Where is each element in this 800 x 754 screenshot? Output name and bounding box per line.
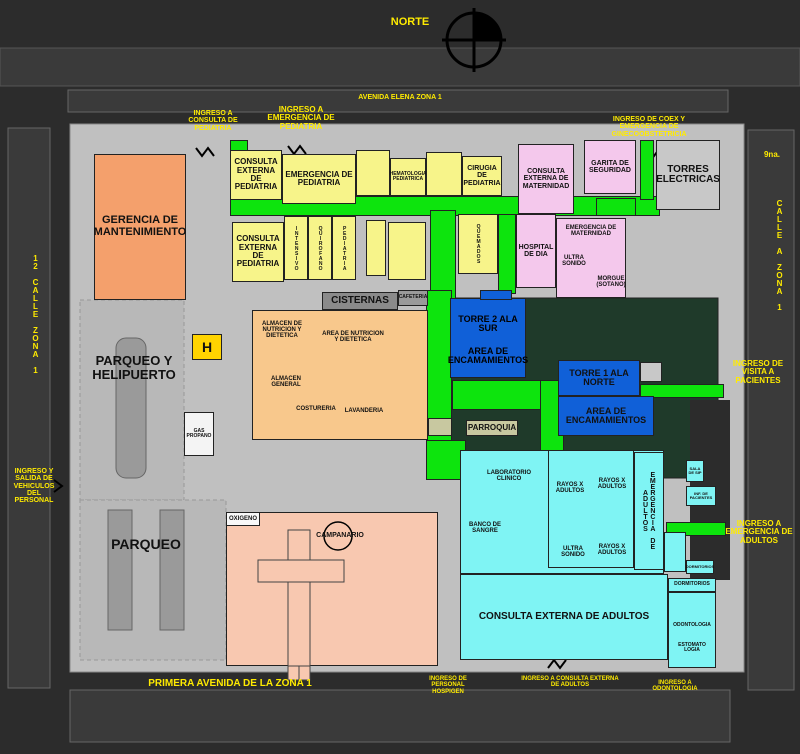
campanario: CAMPANARIO	[316, 532, 364, 540]
oxigeno: OXIGENO	[226, 512, 260, 526]
gate-icon	[287, 144, 307, 156]
corridor	[426, 440, 466, 480]
north-label: NORTE	[390, 16, 430, 28]
north-avenue-label: AVENIDA ELENA ZONA 1	[358, 94, 442, 101]
costureria: COSTURERIA	[296, 405, 336, 412]
entrance-emergencia-pediatria: INGRESO A EMERGENCIA DE PEDIATRIA	[267, 105, 335, 131]
gate-icon	[53, 479, 64, 493]
east-sidewalk	[747, 129, 795, 691]
corridor	[430, 210, 456, 300]
cafeteria: CAFETERIA	[398, 290, 428, 306]
entrance-personal: INGRESO DE PERSONAL HOSPIGEN	[429, 676, 467, 695]
estomatologia: ESTOMATO LOGIA	[678, 641, 706, 653]
west-sidewalk	[7, 127, 51, 689]
area-nutricion: AREA DE NUTRICION Y DIETETICA	[322, 330, 384, 343]
corridor	[640, 384, 724, 398]
south-avenue-label: PRIMERA AVENIDA DE LA ZONA 1	[148, 678, 312, 689]
corridor	[596, 198, 636, 216]
hematologia-pediatrica: HEMATOLOGIA PEDIATRICA	[390, 158, 427, 196]
east-street-label: CALLE A ZONA 1	[775, 199, 784, 311]
parqueo: PARQUEO	[111, 535, 181, 552]
almacen-nutricion: ALMACEN DE NUTRICION Y DIETETICA	[262, 320, 302, 340]
gas-propano: GAS PROPANO	[184, 412, 214, 456]
odontologia: ODONTOLOGIA	[673, 622, 711, 629]
gerencia-mantenimiento: GERENCIA DE MANTENIMIENTO	[94, 154, 186, 300]
gate-icon	[195, 146, 215, 158]
corridor	[498, 214, 516, 294]
pediatric-block	[388, 222, 426, 280]
rayos-x-2: RAYOS X ADULTOS	[597, 477, 627, 490]
area-encamamientos-2: AREA DE ENCAMAMIENTOS	[447, 345, 529, 365]
entrance-vehiculos-personal: INGRESO Y SALIDA DE VEHICULOS DEL PERSON…	[13, 468, 55, 505]
entrance-emergencia-adultos: INGRESO A EMERGENCIA DE ADULTOS	[725, 519, 793, 545]
north-sidewalk	[67, 89, 729, 113]
intensivo: INTENSIVO	[284, 216, 308, 280]
cex-pediatria-1: CONSULTA EXTERNA DE PEDIATRIA	[230, 150, 282, 200]
cisternas: CISTERNAS	[322, 292, 398, 310]
quirofano: QUIROFANO	[308, 216, 332, 280]
dormitorios-1: DORMITORIOS	[686, 560, 714, 574]
torres-electricas: TORRES ELECTRICAS	[656, 140, 720, 210]
ultra-sonido-maternidad: ULTRA SONIDO	[562, 254, 586, 267]
ultra-sonido-adultos: ULTRA SONIDO	[561, 545, 585, 558]
parroquia-annex	[428, 418, 452, 436]
entrance-coex-maternidad: INGRESO DE COEX Y EMERGENCIA DE GINECOOB…	[611, 116, 687, 138]
parroquia: PARROQUIA	[466, 420, 518, 436]
torre-2-annex	[480, 290, 512, 300]
pediatric-block	[426, 152, 462, 196]
inf-pacientes: INF. DE PACIENTES	[686, 486, 716, 506]
helipad-icon: H	[192, 334, 222, 360]
rayos-x-1: RAYOS X ADULTOS	[555, 481, 585, 494]
entrance-odontologia: INGRESO A ODONTOLOGIA	[652, 680, 698, 693]
morgue: MORGUE (SOTANO)	[596, 275, 626, 288]
adults-annex	[664, 532, 686, 572]
emergencia-adultos: EMERGENCIA DE ADULTOS	[634, 452, 664, 570]
west-street-label: 12 CALLE ZONA 1	[31, 254, 40, 374]
cex-maternidad: CONSULTA EXTERNA DE MATERNIDAD	[518, 144, 574, 214]
north-road	[0, 47, 800, 87]
banco-sangre: BANCO DE SANGRE	[468, 521, 501, 534]
gate-icon	[547, 658, 567, 670]
area-encamamientos-1: AREA DE ENCAMAMIENTOS	[558, 396, 654, 436]
parqueo-helipuerto: PARQUEO Y HELIPUERTO	[92, 353, 176, 382]
torre-2-label: TORRE 2 ALA SUR	[458, 313, 518, 333]
pediatric-block	[356, 150, 390, 196]
tower-annex	[640, 362, 662, 382]
cex-pediatria-2: CONSULTA EXTERNA DE PEDIATRIA	[232, 222, 284, 282]
torre-2	[450, 298, 526, 378]
cirugia-pediatria: CIRUGIA DE PEDIATRIA	[462, 156, 502, 196]
compass-icon	[442, 8, 506, 72]
torre-1: TORRE 1 ALA NORTE	[558, 360, 640, 396]
nutrition-block	[252, 310, 428, 440]
entrance-visita-pacientes: INGRESO DE VISITA A PACIENTES	[732, 359, 784, 385]
odontology-wing	[668, 592, 716, 668]
rayos-x-3: RAYOS X ADULTOS	[597, 543, 627, 556]
almacen-general: ALMACEN GENERAL	[271, 375, 301, 388]
corridor	[640, 140, 654, 200]
east-street-num: 9na.	[763, 150, 780, 159]
emergencia-pediatria: EMERGENCIA DE PEDIATRIA	[282, 154, 356, 204]
pediatria-vertical: PEDIATRIA	[332, 216, 356, 280]
entrance-consulta-pediatria: INGRESO A CONSULTA DE PEDIATRIA	[188, 110, 238, 132]
emergencia-maternidad: EMERGENCIA DE MATERNIDAD	[556, 218, 626, 298]
radiology	[548, 450, 634, 568]
garita-seguridad: GARITA DE SEGURIDAD	[584, 140, 636, 194]
lavanderia: LAVANDERIA	[344, 407, 384, 414]
corridor	[452, 380, 552, 410]
pediatric-block	[366, 220, 386, 276]
south-sidewalk	[69, 689, 731, 743]
sala-sip: SALA DE SIP	[686, 460, 704, 482]
entrance-consulta-adultos: INGRESO A CONSULTA EXTERNA DE ADULTOS	[521, 676, 619, 689]
laboratorio-clinico: LABORATORIO CLINICO	[486, 469, 532, 482]
dormitorios-2: DORMITORIOS	[668, 578, 716, 592]
cex-adultos: CONSULTA EXTERNA DE ADULTOS	[460, 574, 668, 660]
hospital-de-dia: HOSPITAL DE DIA	[516, 214, 556, 288]
quemados: QUEMADOS	[458, 214, 498, 274]
